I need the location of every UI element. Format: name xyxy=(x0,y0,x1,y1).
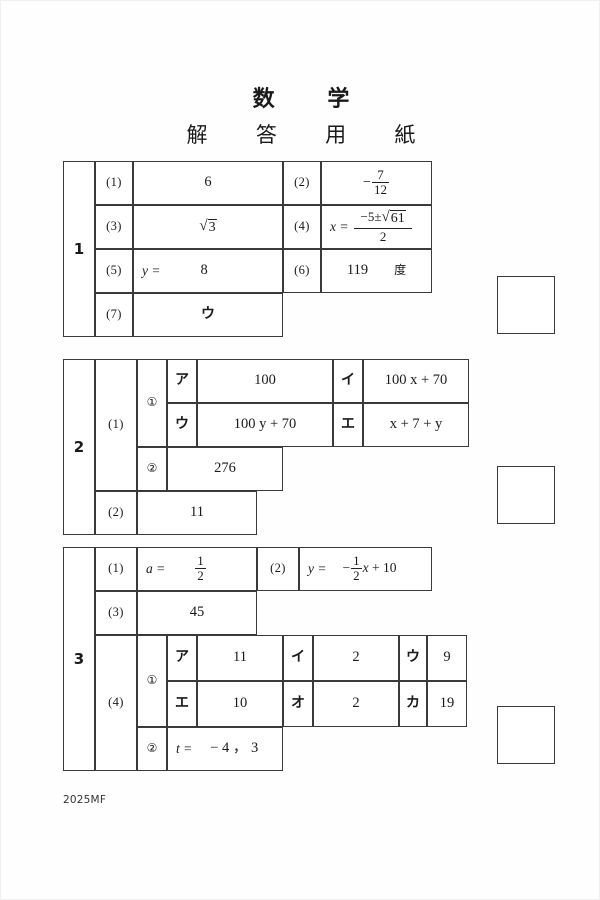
answer-cell-2-i[interactable]: 100 x + 70 xyxy=(363,359,469,403)
question-label-1-2: (2) xyxy=(283,161,321,205)
sub-question-label-2-1-1: ① xyxy=(137,359,167,447)
answer-cell-3-4-2[interactable]: t = − 4 ， 3 xyxy=(167,727,283,771)
answer-cell-1-6[interactable]: 119 度 xyxy=(321,249,432,293)
fraction-7-12: 7 12 xyxy=(371,166,389,197)
score-box-3[interactable] xyxy=(497,706,555,764)
sub-question-label-3-4-1: ① xyxy=(137,635,167,727)
fraction-numerator: 1 xyxy=(353,552,360,568)
answer-key-2-a: ア xyxy=(167,359,197,403)
answer-cell-1-2[interactable]: − 7 12 xyxy=(321,161,432,205)
answer-cell-2-e[interactable]: x + 7 + y xyxy=(363,403,469,447)
answer-key-2-e: エ xyxy=(333,403,363,447)
fraction-denominator: 2 xyxy=(195,567,206,583)
answer-key-3-ka: カ xyxy=(399,681,427,727)
block-number-1: 1 xyxy=(63,161,95,337)
question-label-3-3: (3) xyxy=(95,591,137,635)
answer-cell-3-i[interactable]: 2 xyxy=(313,635,399,681)
answer-cell-1-4[interactable]: x = −5±√61 2 xyxy=(321,205,432,249)
answer-key-3-i: イ xyxy=(283,635,313,681)
fraction-denominator: 2 xyxy=(351,567,362,583)
question-label-2-1: (1) xyxy=(95,359,137,491)
fraction-1-2: 1 2 xyxy=(195,554,206,582)
page-title-subject: 数 学 xyxy=(252,87,365,112)
answer-prefix-x: x = xyxy=(330,218,349,234)
answer-cell-3-1[interactable]: a = 1 2 xyxy=(137,547,257,591)
variable-x: x xyxy=(362,560,369,576)
footer-code: 2025MF xyxy=(63,794,107,806)
answer-cell-2-1-2[interactable]: 276 xyxy=(167,447,283,491)
answer-cell-1-1[interactable]: 6 xyxy=(133,161,283,205)
question-label-1-7: (7) xyxy=(95,293,133,337)
answer-value: − 4 ， 3 xyxy=(210,740,259,757)
question-label-3-2: (2) xyxy=(257,547,299,591)
sub-question-label-2-1-2: ② xyxy=(137,447,167,491)
sub-question-label-3-4-2: ② xyxy=(137,727,167,771)
answer-cell-3-e[interactable]: 10 xyxy=(197,681,283,727)
answer-cell-3-o[interactable]: 2 xyxy=(313,681,399,727)
page-title-answer-sheet: 解 答 用 紙 xyxy=(186,123,430,147)
fraction-numerator: 1 xyxy=(197,552,204,568)
fraction-1-2: 1 2 xyxy=(351,554,362,582)
answer-key-2-u: ウ xyxy=(167,403,197,447)
answer-prefix-a: a = xyxy=(146,560,166,576)
score-box-1[interactable] xyxy=(497,276,555,334)
answer-cell-3-3[interactable]: 45 xyxy=(137,591,257,635)
answer-cell-1-7[interactable]: ウ xyxy=(133,293,283,337)
answer-value: 119 xyxy=(346,262,369,279)
answer-prefix-y: y = xyxy=(142,262,161,278)
block-number-2: 2 xyxy=(63,359,95,535)
question-label-1-3: (3) xyxy=(95,205,133,249)
sqrt-3: √3 xyxy=(199,217,217,236)
answer-key-3-e: エ xyxy=(167,681,197,727)
fraction-numerator: −5±√61 xyxy=(360,208,406,226)
answer-key-3-u: ウ xyxy=(399,635,427,681)
question-label-3-1: (1) xyxy=(95,547,137,591)
question-label-1-5: (5) xyxy=(95,249,133,293)
radicand: 3 xyxy=(207,218,217,235)
answer-cell-3-ka[interactable]: 19 xyxy=(427,681,467,727)
question-label-1-1: (1) xyxy=(95,161,133,205)
radical-sign: √ xyxy=(199,217,208,234)
answer-cell-2-2[interactable]: 11 xyxy=(137,491,257,535)
fraction-quadratic-root: −5±√61 2 xyxy=(354,208,412,245)
answer-cell-2-a[interactable]: 100 xyxy=(197,359,333,403)
question-label-1-6: (6) xyxy=(283,249,321,293)
answer-prefix-t: t = xyxy=(176,740,193,756)
answer-key-3-o: オ xyxy=(283,681,313,727)
answer-cell-3-2[interactable]: y = − 1 2 x + 10 xyxy=(299,547,432,591)
answer-value: 8 xyxy=(200,262,208,279)
fraction-denominator: 2 xyxy=(354,228,412,245)
question-label-3-4: (4) xyxy=(95,635,137,771)
score-box-2[interactable] xyxy=(497,466,555,524)
fraction-denominator: 12 xyxy=(371,181,389,197)
answer-cell-3-a[interactable]: 11 xyxy=(197,635,283,681)
block-number-3: 3 xyxy=(63,547,95,771)
answer-prefix-y: y = xyxy=(308,560,327,576)
fraction-numerator: 7 xyxy=(377,166,384,182)
answer-cell-2-u[interactable]: 100 y + 70 xyxy=(197,403,333,447)
question-label-1-4: (4) xyxy=(283,205,321,249)
minus-sign: − xyxy=(363,175,371,191)
answer-cell-3-u[interactable]: 9 xyxy=(427,635,467,681)
answer-key-2-i: イ xyxy=(333,359,363,403)
answer-cell-1-3[interactable]: √3 xyxy=(133,205,283,249)
question-label-2-2: (2) xyxy=(95,491,137,535)
unit-degree: 度 xyxy=(394,263,407,278)
answer-cell-1-5[interactable]: y = 8 xyxy=(133,249,283,293)
answer-expression: − 1 2 x + 10 xyxy=(342,552,397,583)
answer-key-3-a: ア xyxy=(167,635,197,681)
